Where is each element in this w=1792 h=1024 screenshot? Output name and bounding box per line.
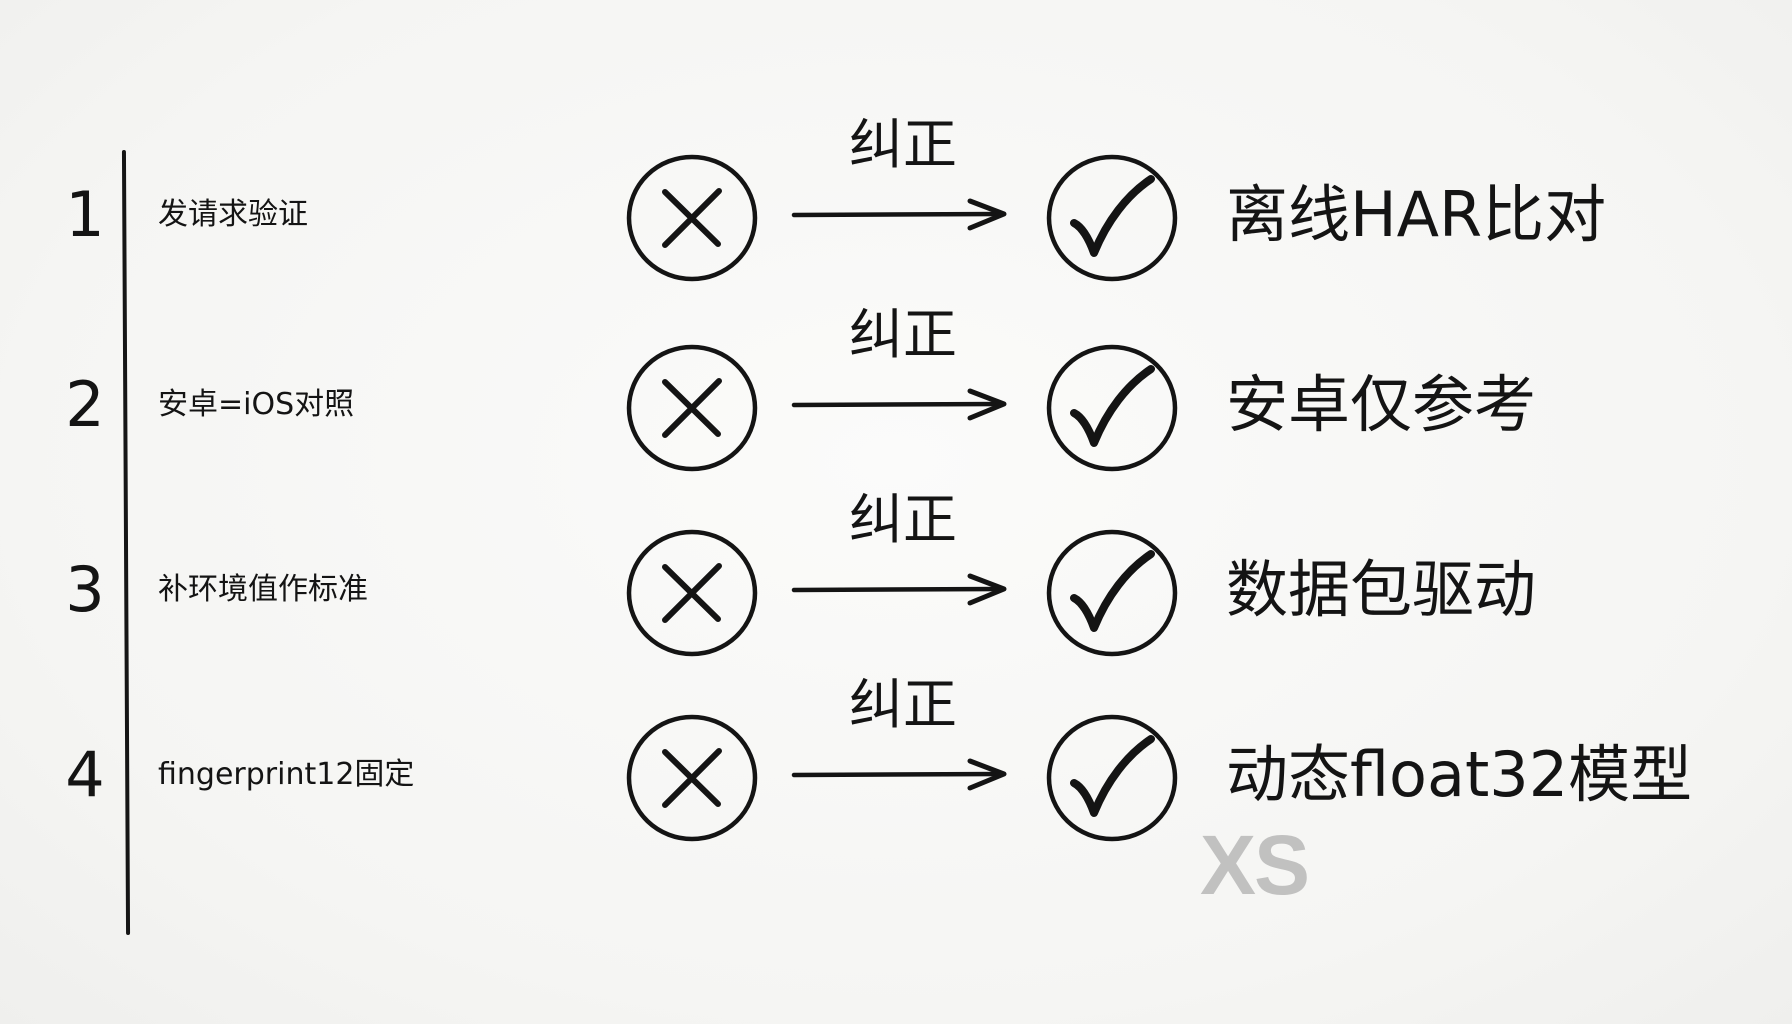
- fix-label: 纠正: [849, 488, 957, 551]
- x-circle-icon: [626, 154, 758, 282]
- x-circle-icon: [626, 714, 758, 842]
- check-circle-icon: [1046, 154, 1178, 282]
- fix-label: 纠正: [849, 673, 957, 736]
- correction-row-1: 1 发请求验证 纠正 离线HAR比对: [0, 113, 1792, 295]
- check-circle-icon: [1046, 714, 1178, 842]
- arrow-right-icon: [791, 198, 1007, 231]
- correction-row-4: 4 fingerprint12固定 纠正 动态float32模型: [0, 673, 1792, 855]
- x-circle-icon: [626, 344, 758, 472]
- correct-statement: 数据包驱动: [1226, 553, 1537, 626]
- watermark: XS: [1200, 818, 1310, 912]
- arrow-right-icon: [791, 573, 1007, 606]
- check-circle-icon: [1046, 344, 1178, 472]
- fix-label: 纠正: [849, 113, 957, 176]
- correct-statement: 安卓仅参考: [1226, 368, 1537, 441]
- arrow-right-icon: [791, 388, 1007, 421]
- wrong-statement: fingerprint12固定: [158, 757, 415, 792]
- wrong-statement: 发请求验证: [158, 197, 308, 232]
- row-number: 4: [65, 738, 105, 811]
- fix-label: 纠正: [849, 303, 957, 366]
- correction-row-3: 3 补环境值作标准 纠正 数据包驱动: [0, 488, 1792, 670]
- correct-statement: 动态float32模型: [1226, 738, 1693, 811]
- wrong-statement: 安卓=iOS对照: [158, 387, 355, 422]
- x-circle-icon: [626, 529, 758, 657]
- arrow-right-icon: [791, 758, 1007, 791]
- row-number: 1: [65, 178, 105, 251]
- correct-statement: 离线HAR比对: [1226, 178, 1607, 251]
- correction-row-2: 2 安卓=iOS对照 纠正 安卓仅参考: [0, 303, 1792, 485]
- check-circle-icon: [1046, 529, 1178, 657]
- row-number: 2: [65, 368, 105, 441]
- wrong-statement: 补环境值作标准: [158, 572, 368, 607]
- row-number: 3: [65, 553, 105, 626]
